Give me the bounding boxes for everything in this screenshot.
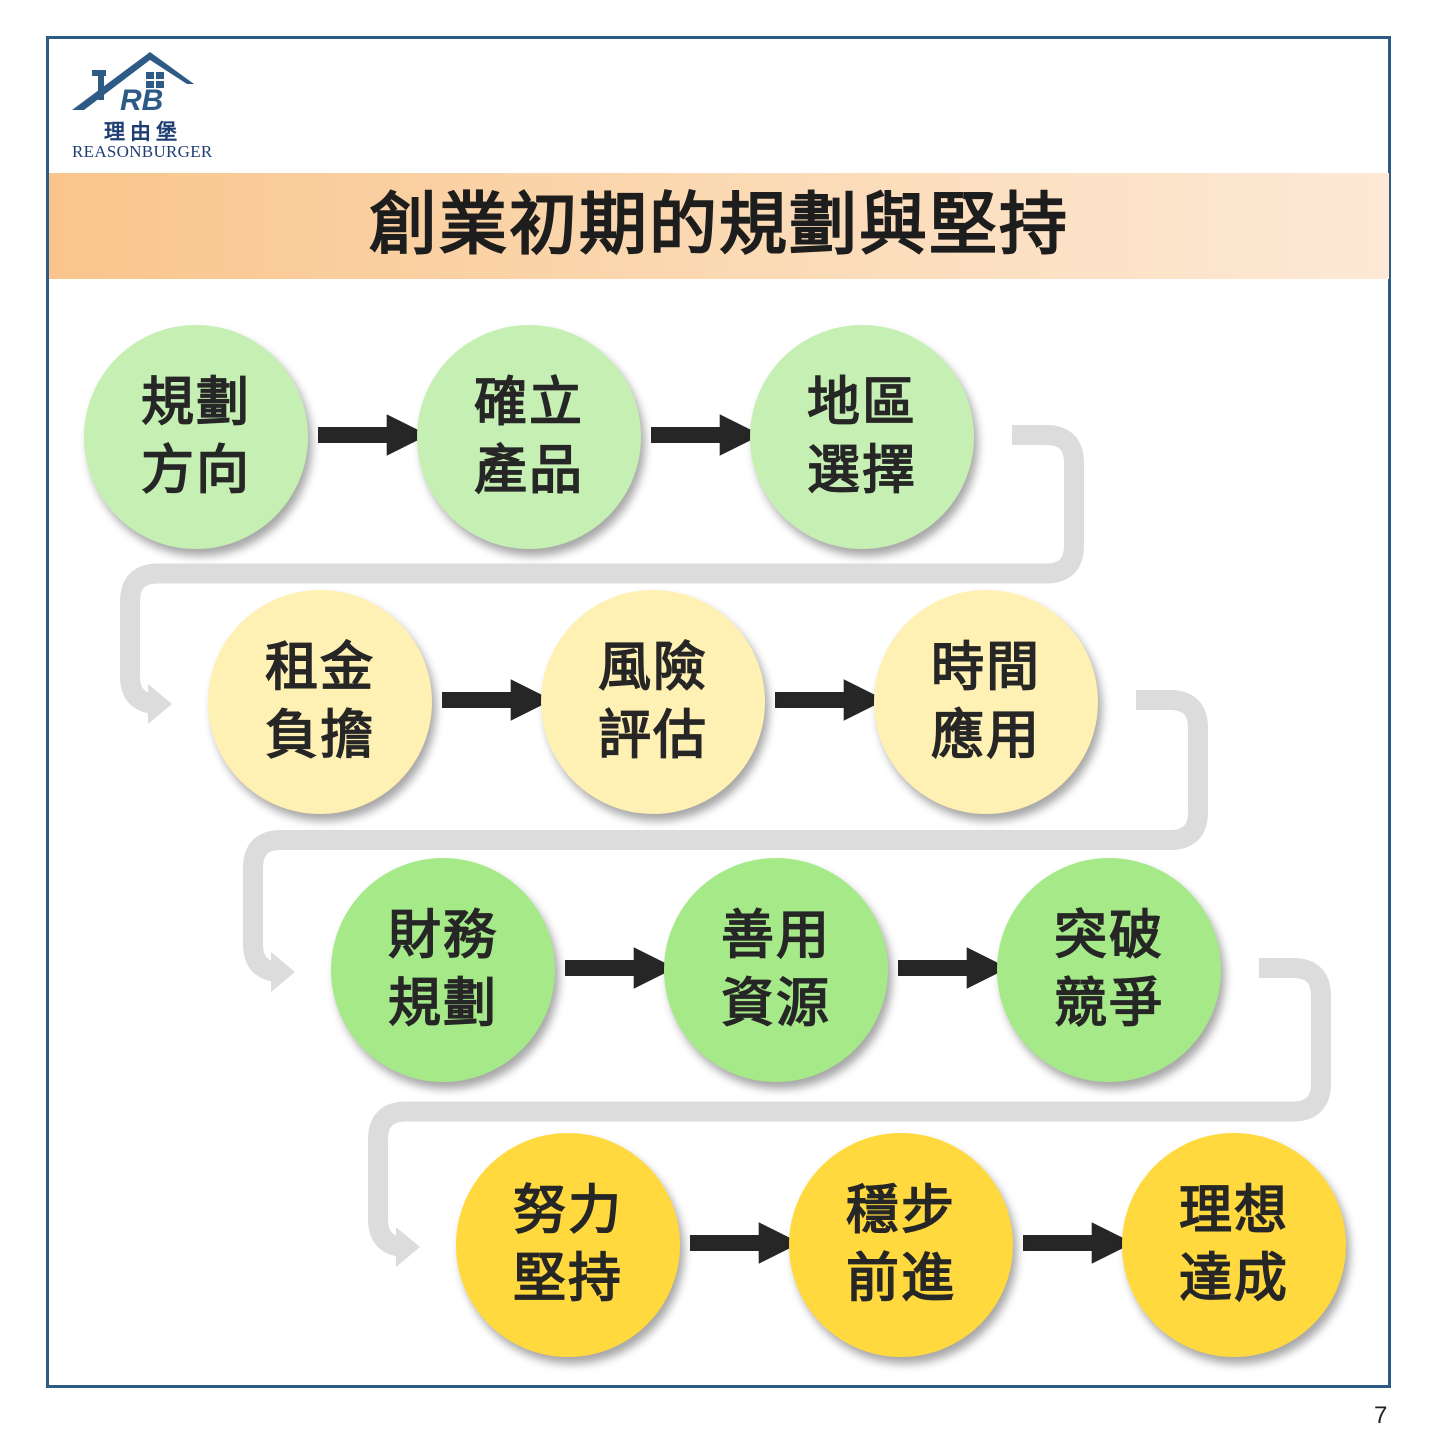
flow-step-5: 風險 評估 <box>541 590 765 814</box>
logo: RB 理由堡 REASONBURGER <box>70 48 220 163</box>
flow-step-label: 時間 應用 <box>931 637 1041 766</box>
row-connector-arrowhead <box>396 1227 420 1267</box>
flow-step-label: 財務 規劃 <box>388 905 498 1034</box>
flow-step-1: 規劃 方向 <box>84 325 308 549</box>
logo-english-name: REASONBURGER <box>72 142 213 161</box>
row-connector-arrowhead <box>148 684 172 724</box>
logo-mark: RB <box>120 84 163 117</box>
flow-step-7: 財務 規劃 <box>331 858 555 1082</box>
row-connector <box>368 958 1331 1257</box>
house-logo-icon: RB <box>72 52 194 117</box>
flow-step-3: 地區 選擇 <box>750 325 974 549</box>
flow-step-6: 時間 應用 <box>874 590 1098 814</box>
row-connector <box>120 425 1084 714</box>
page-title: 創業初期的規劃與堅持 <box>368 186 1069 265</box>
flow-step-12: 理想 達成 <box>1122 1133 1346 1357</box>
flow-step-label: 確立 產品 <box>474 372 584 501</box>
row-connector <box>243 690 1208 982</box>
flow-step-11: 穩步 前進 <box>789 1133 1013 1357</box>
flow-step-8: 善用 資源 <box>664 858 888 1082</box>
flow-step-2: 確立 產品 <box>417 325 641 549</box>
flow-step-label: 穩步 前進 <box>846 1180 956 1309</box>
flow-step-label: 租金 負擔 <box>265 637 375 766</box>
flow-step-10: 努力 堅持 <box>456 1133 680 1357</box>
logo-chinese-name: 理由堡 <box>104 119 182 144</box>
row-connector-arrowhead <box>271 952 295 992</box>
flow-step-9: 突破 競爭 <box>997 858 1221 1082</box>
flow-step-label: 風險 評估 <box>598 637 708 766</box>
flow-step-label: 地區 選擇 <box>807 372 917 501</box>
flow-step-label: 突破 競爭 <box>1054 905 1164 1034</box>
page-number: 7 <box>1374 1402 1388 1429</box>
flow-step-4: 租金 負擔 <box>208 590 432 814</box>
flow-step-label: 理想 達成 <box>1179 1180 1289 1309</box>
slide-frame <box>46 36 1391 1388</box>
flow-step-label: 善用 資源 <box>721 905 831 1034</box>
flow-step-label: 努力 堅持 <box>513 1180 623 1309</box>
title-band: 創業初期的規劃與堅持 <box>49 173 1389 279</box>
flow-step-label: 規劃 方向 <box>141 372 251 501</box>
